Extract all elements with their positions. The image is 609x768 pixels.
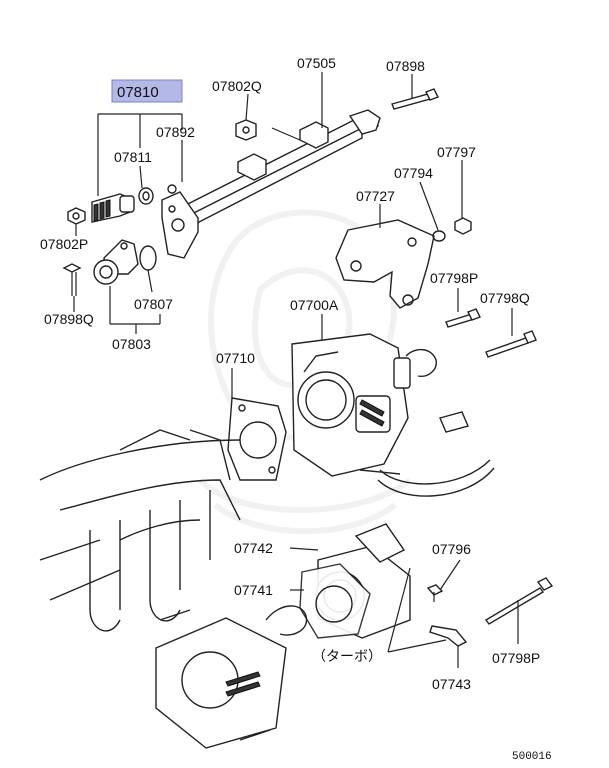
callout-07802q[interactable]: 07802Q xyxy=(212,78,262,94)
delivery-pipe-assembly xyxy=(161,88,439,259)
footer-code: 500016 xyxy=(512,751,552,763)
callout-07810-label: 07810 xyxy=(117,84,159,101)
callout-07898[interactable]: 07898 xyxy=(386,58,425,74)
callout-07727[interactable]: 07727 xyxy=(356,188,395,204)
callout-07898q[interactable]: 07898Q xyxy=(44,311,94,327)
callout-07710[interactable]: 07710 xyxy=(216,350,255,366)
callout-07797[interactable]: 07797 xyxy=(437,144,476,160)
callout-07505[interactable]: 07505 xyxy=(297,55,336,71)
callout-07811[interactable]: 07811 xyxy=(114,149,152,165)
callout-07798p-top[interactable]: 07798P xyxy=(430,270,478,286)
callout-07892[interactable]: 07892 xyxy=(156,124,195,140)
gasket-07710 xyxy=(227,397,287,481)
callout-07743[interactable]: 07743 xyxy=(432,676,471,692)
leader-lines xyxy=(73,72,519,668)
isc-servo-assembly xyxy=(62,184,177,296)
callout-07794[interactable]: 07794 xyxy=(394,165,433,181)
callout-07700a[interactable]: 07700A xyxy=(290,297,339,313)
turbo-adapter xyxy=(299,523,554,647)
intake-manifold xyxy=(39,429,241,632)
callout-07807[interactable]: 07807 xyxy=(134,296,173,312)
turbo-throttle-body xyxy=(155,605,308,749)
callout-07796[interactable]: 07796 xyxy=(432,541,471,557)
bracket-assembly xyxy=(335,217,537,358)
callout-07810-highlight xyxy=(111,79,183,103)
throttle-body xyxy=(291,333,495,497)
callout-07741[interactable]: 07741 xyxy=(234,582,273,598)
callout-07798q[interactable]: 07798Q xyxy=(480,290,530,306)
callout-07810[interactable]: 07810 xyxy=(111,79,183,103)
callout-07742[interactable]: 07742 xyxy=(234,540,273,556)
callout-07798p-bottom[interactable]: 07798P xyxy=(492,650,540,666)
turbo-note: （ターボ） xyxy=(312,648,382,664)
callout-07802p[interactable]: 07802P xyxy=(40,236,88,252)
callout-07803[interactable]: 07803 xyxy=(112,336,151,352)
